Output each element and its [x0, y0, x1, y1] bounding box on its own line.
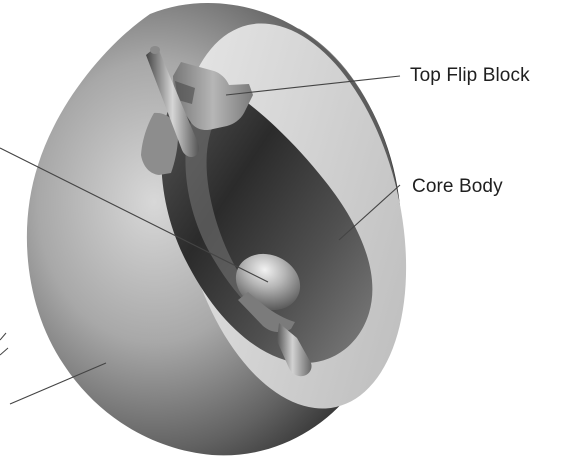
label-core-body: Core Body — [412, 176, 503, 198]
pin-rod-end — [150, 46, 160, 54]
label-top-flip-block: Top Flip Block — [410, 65, 530, 87]
edge-mark-upper — [0, 333, 6, 340]
edge-mark-lower — [0, 348, 8, 355]
